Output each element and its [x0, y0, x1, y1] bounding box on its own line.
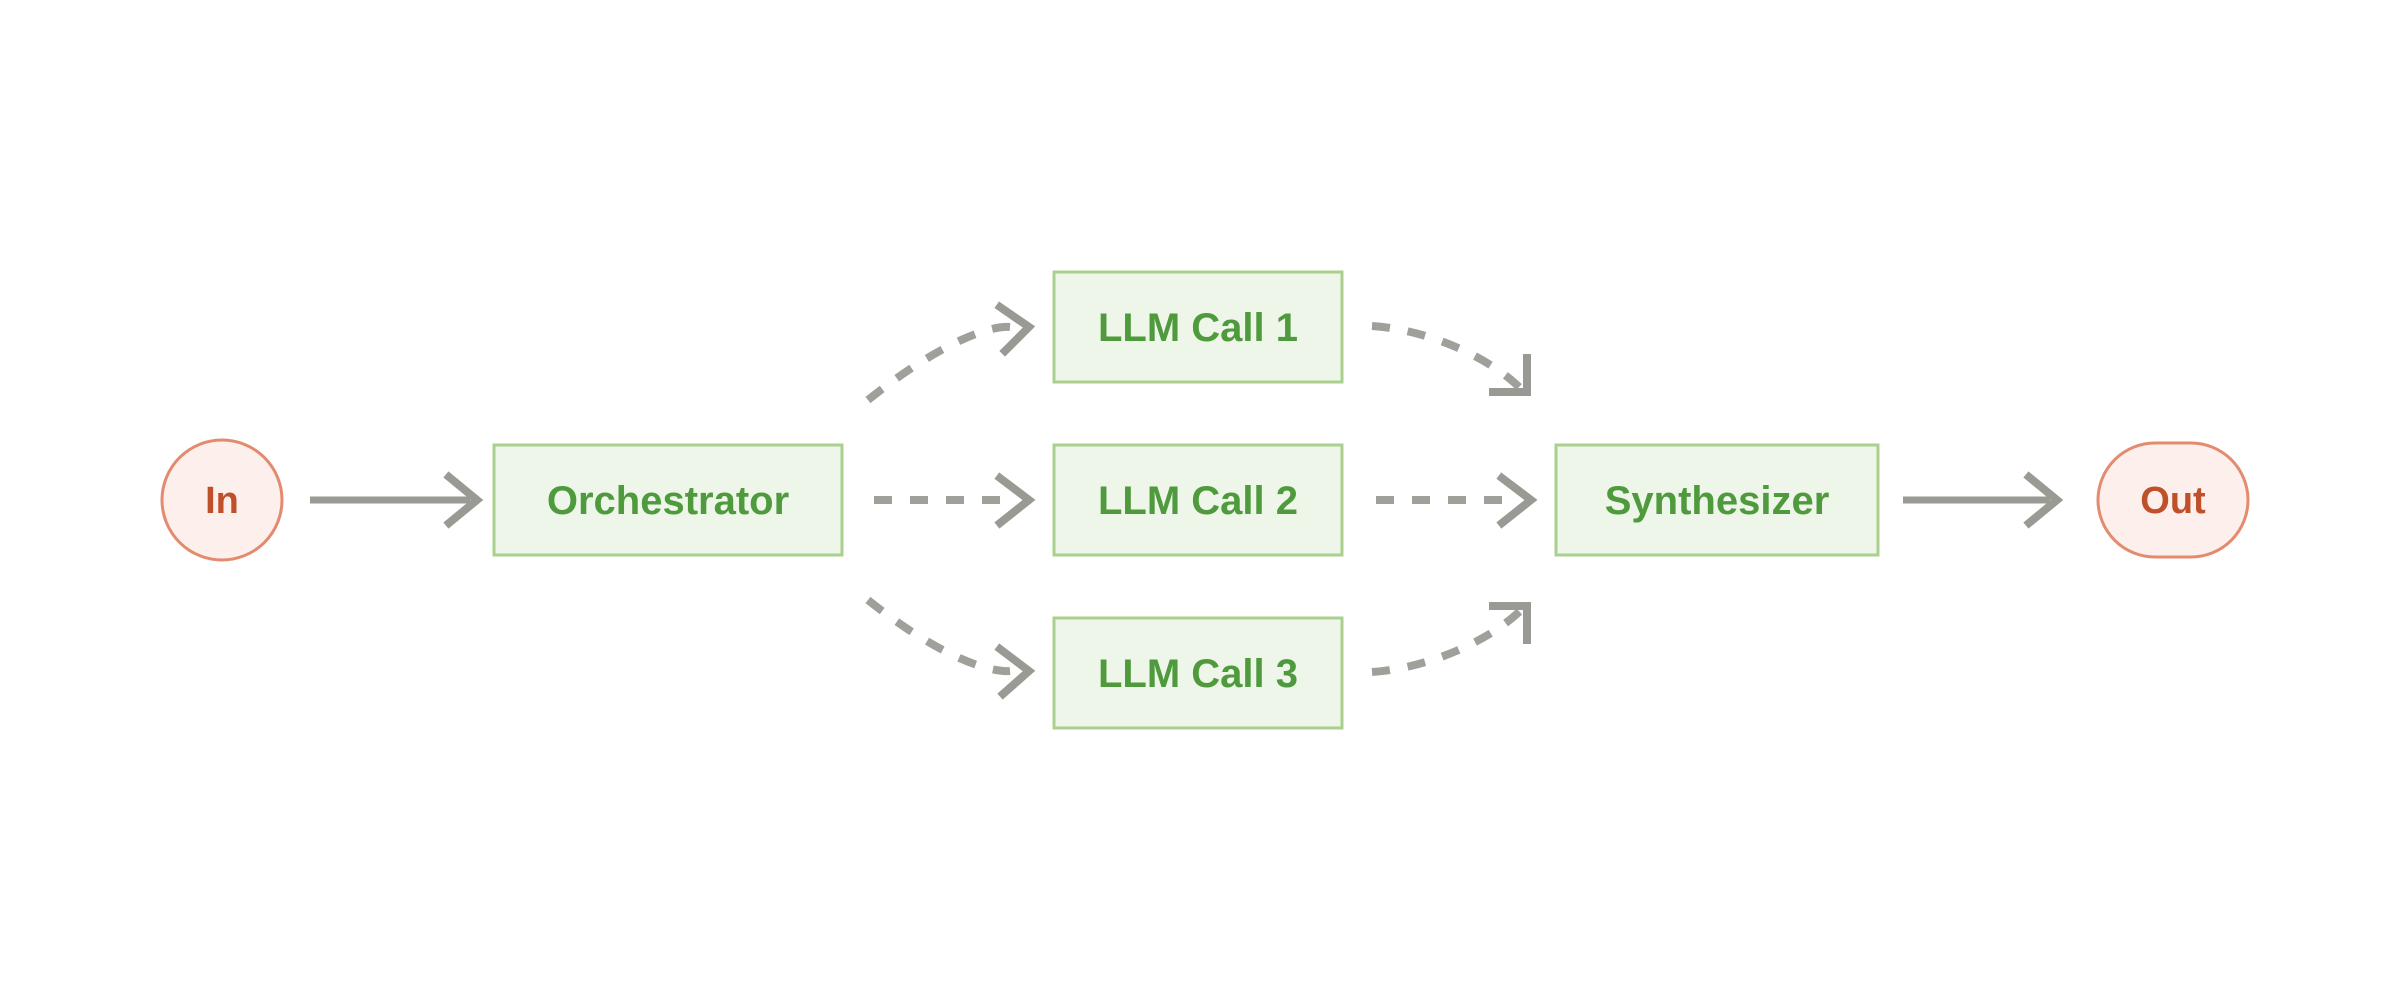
node-llm-call-3[interactable]: LLM Call 3	[1052, 616, 1344, 730]
edge-in-to-orchestrator	[310, 471, 484, 529]
node-llm-call-3-label: LLM Call 3	[1098, 652, 1298, 696]
node-llm-call-2-label: LLM Call 2	[1098, 479, 1298, 523]
node-llm-call-1[interactable]: LLM Call 1	[1052, 270, 1344, 384]
edge-llm3-to-synthesizer	[1371, 602, 1531, 676]
node-in[interactable]: In	[160, 438, 284, 562]
node-out-label: Out	[2140, 480, 2206, 522]
node-synthesizer[interactable]: Synthesizer	[1554, 443, 1880, 557]
node-in-label: In	[205, 480, 239, 522]
node-orchestrator-label: Orchestrator	[547, 479, 789, 523]
edge-llm2-to-synthesizer	[1376, 472, 1538, 529]
node-orchestrator[interactable]: Orchestrator	[492, 443, 844, 557]
edge-orchestrator-to-llm1	[865, 301, 1036, 404]
edge-orchestrator-to-llm2	[874, 472, 1036, 529]
edge-orchestrator-to-llm3	[865, 596, 1036, 700]
node-synthesizer-label: Synthesizer	[1605, 479, 1830, 523]
node-llm-call-2[interactable]: LLM Call 2	[1052, 443, 1344, 557]
edge-llm1-to-synthesizer	[1371, 322, 1531, 396]
node-llm-call-1-label: LLM Call 1	[1098, 306, 1298, 350]
node-out[interactable]: Out	[2096, 441, 2250, 559]
edge-synthesizer-to-out	[1903, 471, 2064, 529]
